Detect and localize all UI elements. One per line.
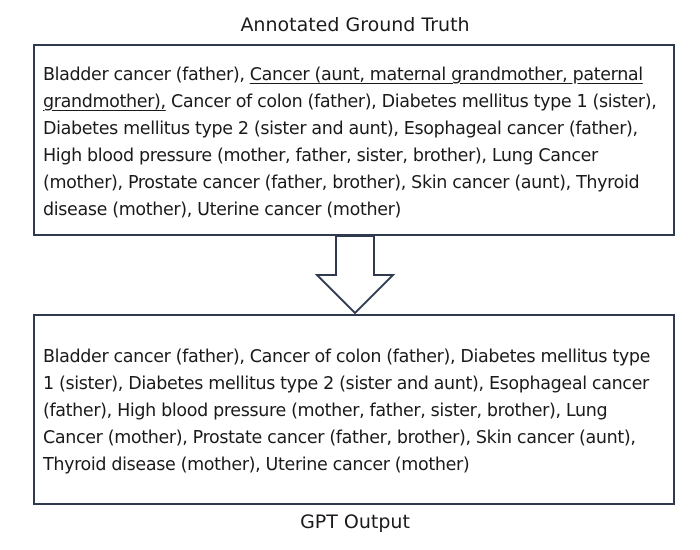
gpt-output-caption: GPT Output — [300, 511, 410, 533]
gpt-output-box: Bladder cancer (father), Cancer of colon… — [33, 314, 675, 505]
ground-truth-underlined-text: Cancer (aunt, maternal grandmother, pate… — [43, 65, 643, 112]
ground-truth-caption: Annotated Ground Truth — [240, 14, 470, 36]
ground-truth-box: Bladder cancer (father), Cancer (aunt, m… — [33, 44, 675, 236]
ground-truth-text-rest: Cancer of colon (father), Diabetes melli… — [43, 92, 657, 220]
ground-truth-text-start: Bladder cancer (father), — [43, 65, 250, 85]
gpt-output-text: Bladder cancer (father), Cancer of colon… — [43, 347, 651, 475]
